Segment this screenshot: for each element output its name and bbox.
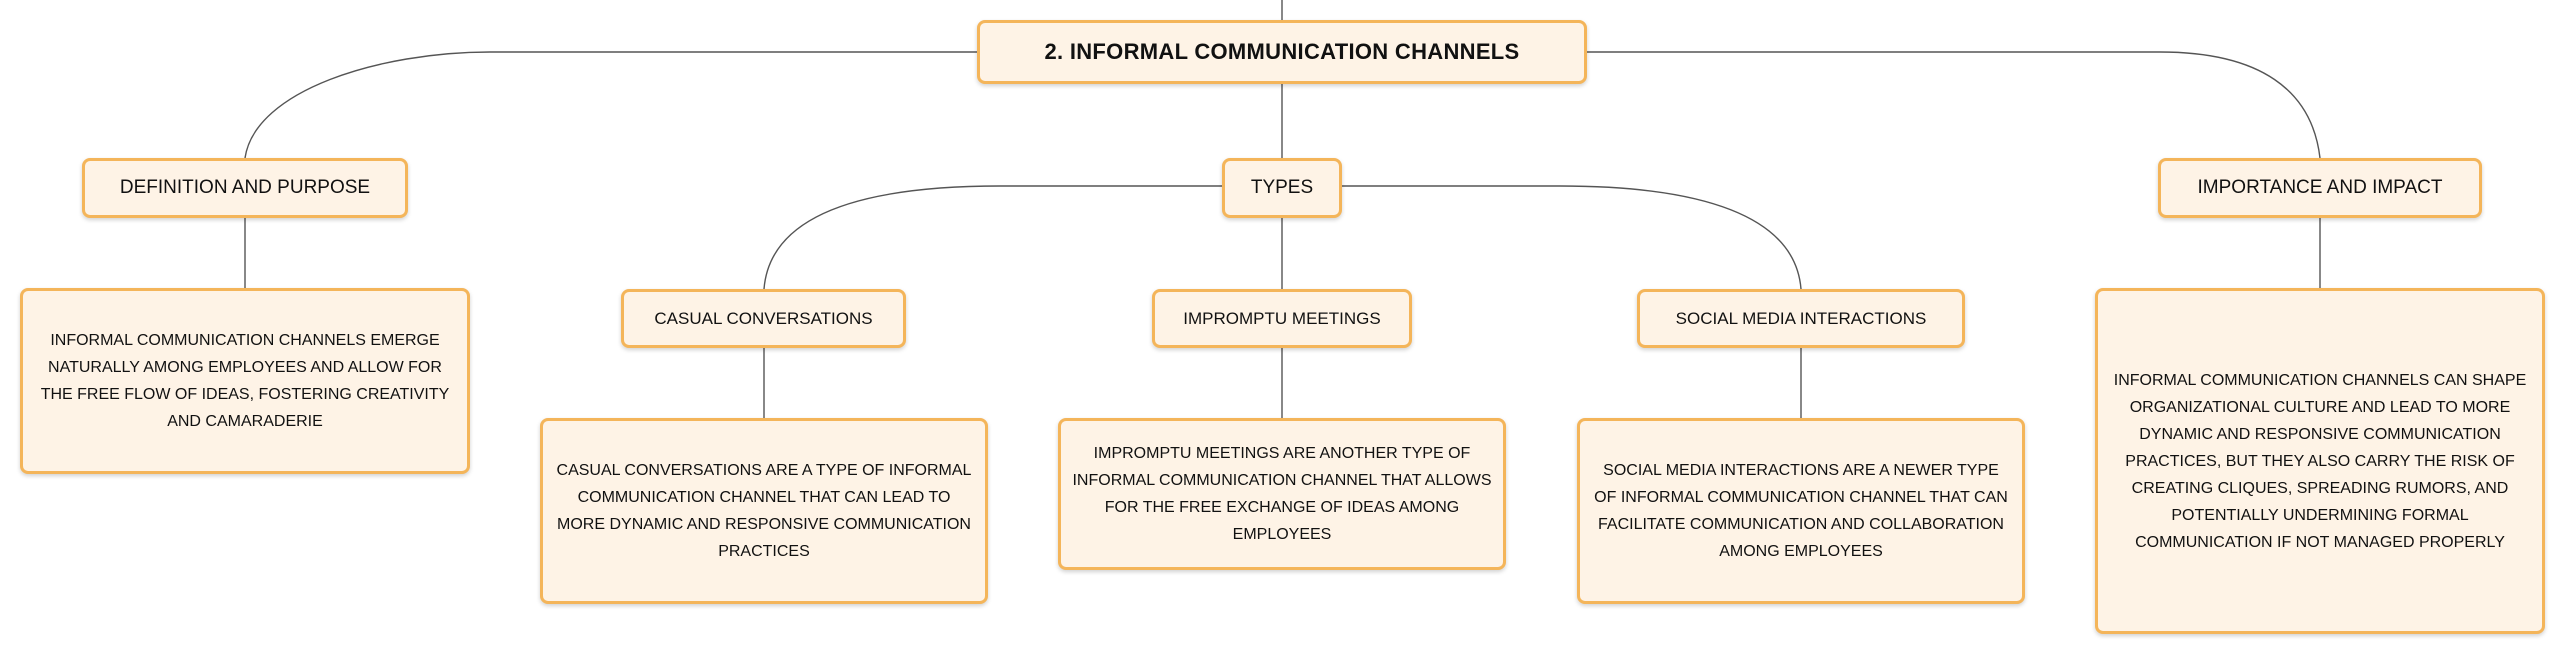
casual-conversations-text: CASUAL CONVERSATIONS ARE A TYPE OF INFOR… xyxy=(556,462,972,560)
types-node[interactable]: TYPES xyxy=(1222,158,1342,218)
social-media-interactions-text: SOCIAL MEDIA INTERACTIONS ARE A NEWER TY… xyxy=(1594,462,2008,560)
social-media-interactions-text-node[interactable]: SOCIAL MEDIA INTERACTIONS ARE A NEWER TY… xyxy=(1577,418,2025,604)
impromptu-meetings-node[interactable]: IMPROMPTU MEETINGS xyxy=(1152,289,1412,348)
connector-types-to-casual xyxy=(763,185,1222,290)
importance-node[interactable]: IMPORTANCE AND IMPACT xyxy=(2158,158,2482,218)
social-media-interactions-node[interactable]: SOCIAL MEDIA INTERACTIONS xyxy=(1637,289,1965,348)
importance-text: INFORMAL COMMUNICATION CHANNELS CAN SHAP… xyxy=(2113,371,2527,551)
definition-text: INFORMAL COMMUNICATION CHANNELS EMERGE N… xyxy=(40,332,450,430)
types-title: TYPES xyxy=(1250,177,1314,198)
social-media-interactions-title: SOCIAL MEDIA INTERACTIONS xyxy=(1675,308,1927,328)
importance-text-node[interactable]: INFORMAL COMMUNICATION CHANNELS CAN SHAP… xyxy=(2095,288,2545,634)
connector-root-to-definition xyxy=(244,51,977,159)
importance-title: IMPORTANCE AND IMPACT xyxy=(2197,177,2443,198)
root-node[interactable]: 2. INFORMAL COMMUNICATION CHANNELS xyxy=(977,20,1587,84)
root-title: 2. INFORMAL COMMUNICATION CHANNELS xyxy=(1044,39,1520,64)
impromptu-meetings-text: IMPROMPTU MEETINGS ARE ANOTHER TYPE OF I… xyxy=(1072,445,1492,543)
connector-types-to-social xyxy=(1342,185,1802,290)
connector-root-to-importance xyxy=(1587,51,2321,159)
casual-conversations-node[interactable]: CASUAL CONVERSATIONS xyxy=(621,289,906,348)
casual-conversations-text-node[interactable]: CASUAL CONVERSATIONS ARE A TYPE OF INFOR… xyxy=(540,418,988,604)
definition-title: DEFINITION AND PURPOSE xyxy=(119,177,371,198)
impromptu-meetings-text-node[interactable]: IMPROMPTU MEETINGS ARE ANOTHER TYPE OF I… xyxy=(1058,418,1506,570)
casual-conversations-title: CASUAL CONVERSATIONS xyxy=(654,308,873,328)
impromptu-meetings-title: IMPROMPTU MEETINGS xyxy=(1183,308,1381,328)
definition-text-node[interactable]: INFORMAL COMMUNICATION CHANNELS EMERGE N… xyxy=(20,288,470,474)
definition-node[interactable]: DEFINITION AND PURPOSE xyxy=(82,158,408,218)
